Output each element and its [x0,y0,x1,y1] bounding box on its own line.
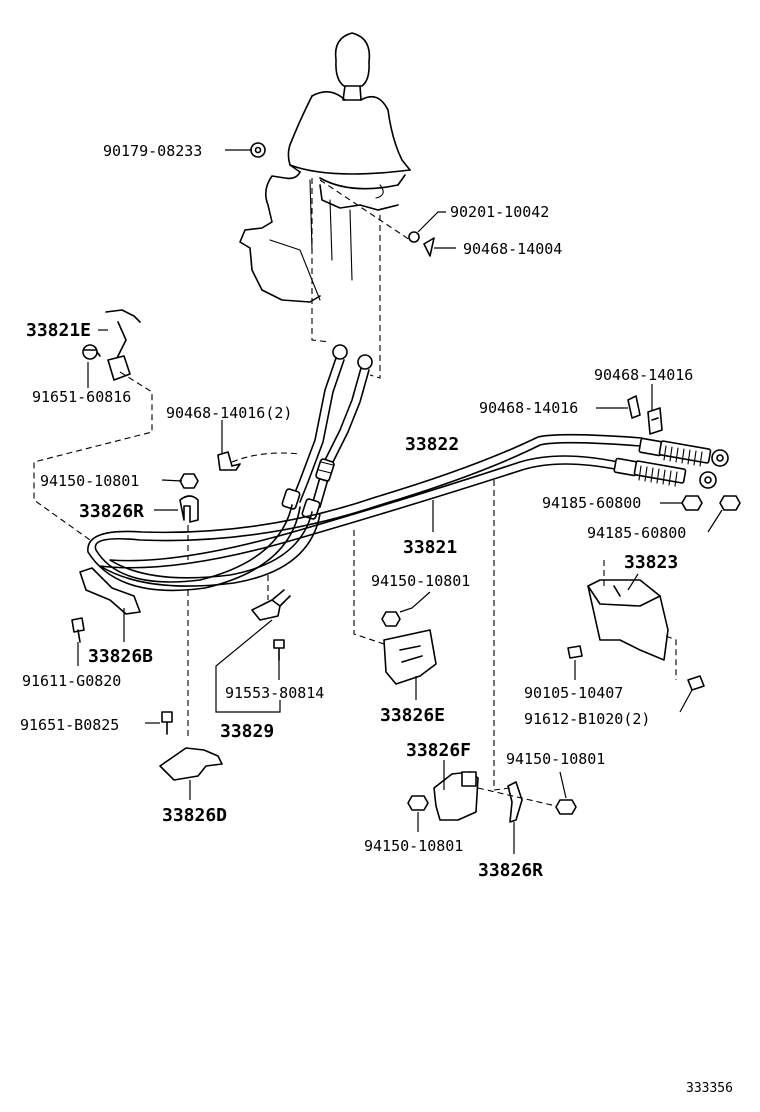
label-91612-B1020-2: 91612-B1020(2) [524,710,650,728]
label-94150-10801-right: 94150-10801 [506,750,605,768]
label-33823: 33823 [624,552,678,573]
label-33821E: 33821E [26,320,91,341]
label-33821: 33821 [403,537,457,558]
label-33826R-upper: 33826R [79,501,144,522]
label-90201-10042: 90201-10042 [450,203,549,221]
label-94150-10801-lower: 94150-10801 [364,837,463,855]
label-33826E: 33826E [380,705,445,726]
label-33826F: 33826F [406,740,471,761]
hardware [71,142,741,823]
label-91553-80814: 91553-80814 [225,684,324,702]
label-91651-B0825: 91651-B0825 [20,716,119,734]
shift-lever-assembly [239,32,411,303]
label-33822: 33822 [405,434,459,455]
label-33826R-lower: 33826R [478,860,543,881]
label-94150-10801-mid: 94150-10801 [371,572,470,590]
cable-upper-ends [281,344,373,520]
label-91611-G0820: 91611-G0820 [22,672,121,690]
label-33826D: 33826D [162,805,227,826]
label-33829: 33829 [220,721,274,742]
label-90468-14016-upper: 90468-14016 [594,366,693,384]
label-90468-14016-lower: 90468-14016 [479,399,578,417]
figure-number: 333356 [686,1081,733,1096]
label-94185-60800-upper: 94185-60800 [542,494,641,512]
label-33826B: 33826B [88,646,153,667]
label-94150-10801-left: 94150-10801 [40,472,139,490]
label-90105-10407: 90105-10407 [524,684,623,702]
label-94185-60800-lower: 94185-60800 [587,524,686,542]
cable-right-ends [613,395,729,489]
label-90179-08233: 90179-08233 [103,142,202,160]
label-90468-14016-2: 90468-14016(2) [166,404,292,422]
label-91651-60816: 91651-60816 [32,388,131,406]
shift-cables [87,433,643,592]
label-90468-14004: 90468-14004 [463,240,562,258]
